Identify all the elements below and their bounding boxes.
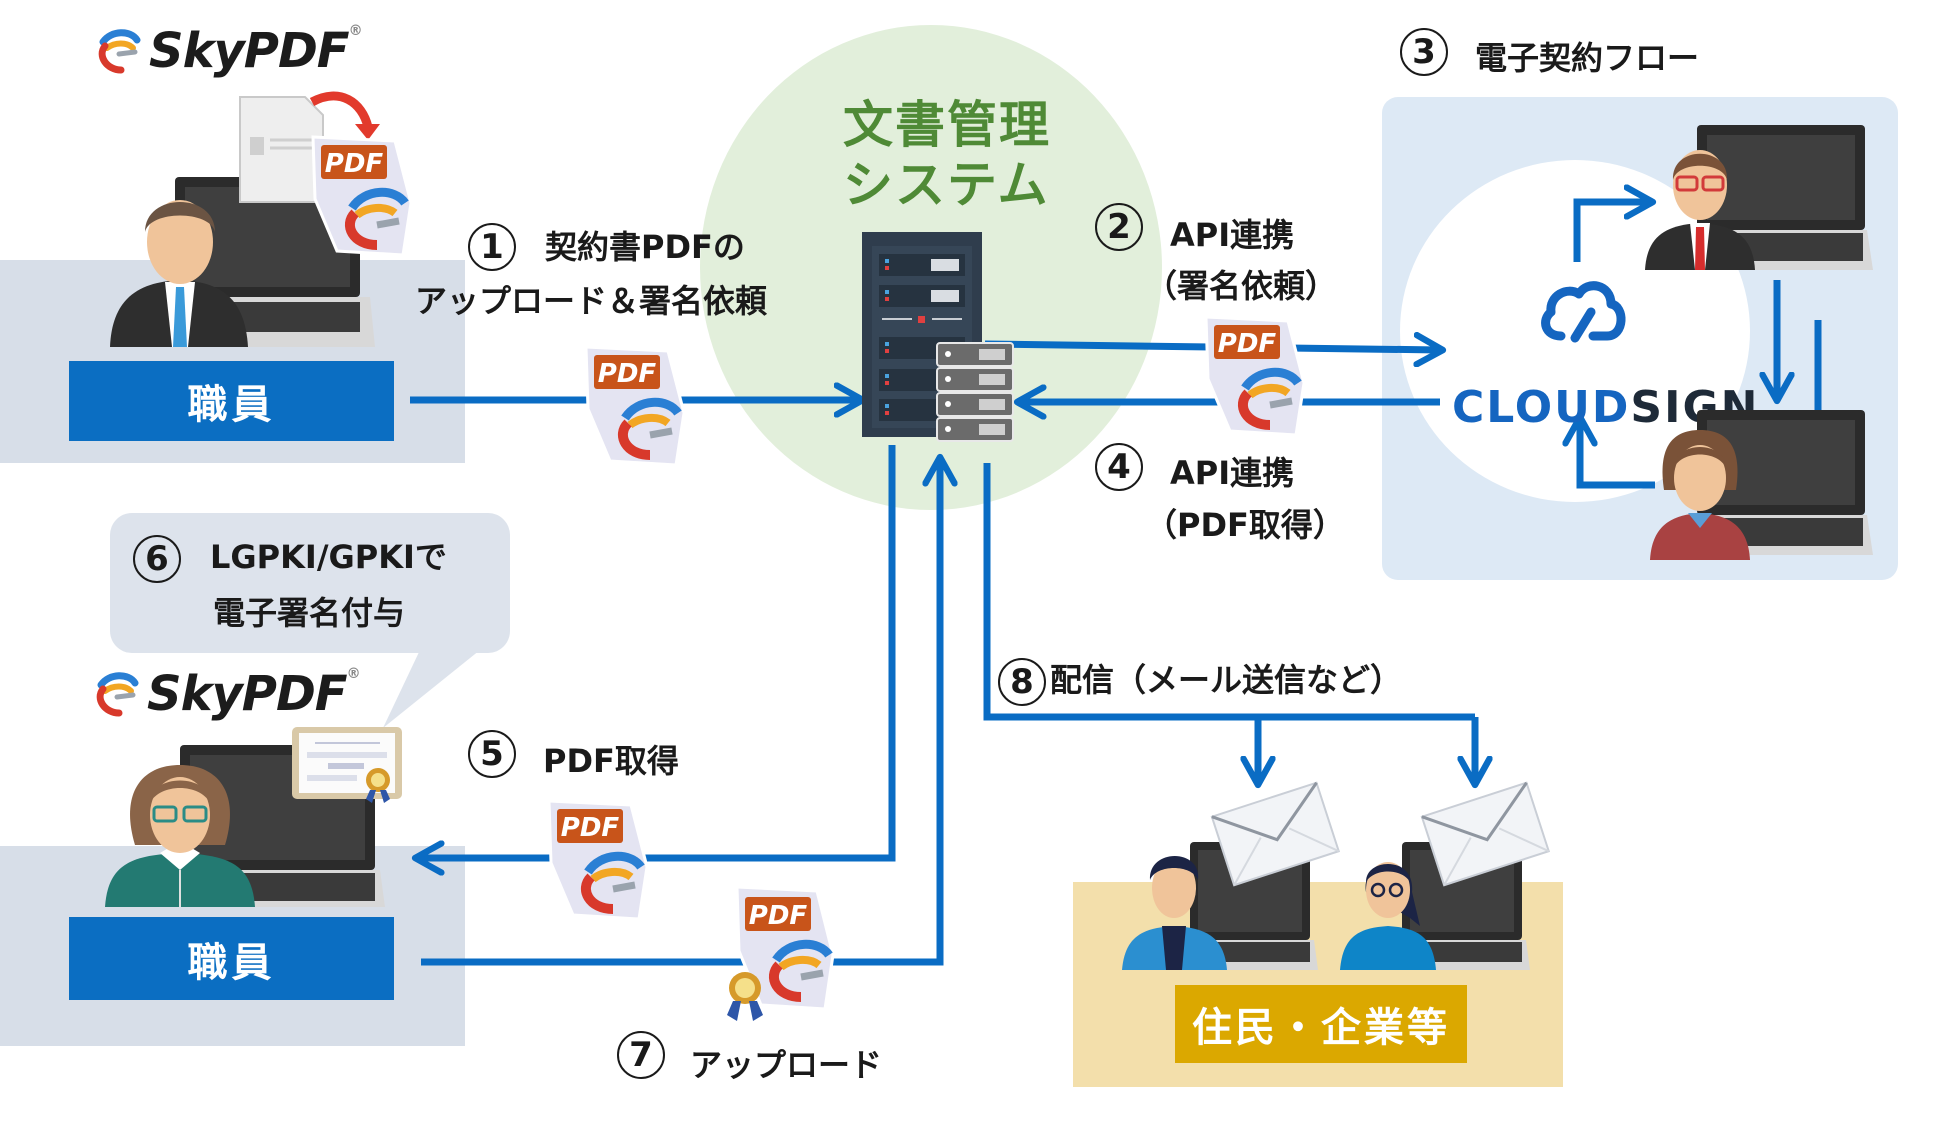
system-title-line2: システム [843,156,1050,214]
step-1-label-line2: アップロード＆署名依頼 [415,282,768,320]
skypdf-logo-text: SkyPDF® [147,666,361,722]
svg-text:PDF: PDF [325,149,384,179]
skypdf-swirl-icon [98,28,141,73]
step-8-number: 8 [998,658,1046,706]
svg-text:PDF: PDF [1218,329,1277,359]
signed-pdf-file-icon-step-7: PDF [725,883,845,1032]
step-3-label: 電子契約フロー [1475,39,1700,77]
step-6-number: 6 [133,535,181,583]
step-1-label-line1: 契約書PDFの [545,228,745,266]
step-4-label-line1: API連携 [1170,454,1295,492]
step-3-number: 3 [1400,28,1448,76]
svg-text:PDF: PDF [561,813,620,843]
citizen-1-with-laptop [1122,842,1318,970]
signer-2-with-laptop [1650,410,1873,560]
step-1-number: 1 [468,223,516,271]
envelope-icon [1420,781,1551,887]
step-4-label-line2: （PDF取得） [1145,506,1345,544]
skypdf-swirl-icon [96,672,139,717]
step-8-label: 配信（メール送信など） [1050,661,1403,699]
pdf-file-icon-step-2-4: PDF [1200,313,1313,444]
staff-label-bottom: 職員 [69,917,394,1000]
staff-label-top: 職員 [69,361,394,441]
staff-signer-illustration [105,727,402,907]
system-title: 文書管理 システム [843,95,1051,215]
pdf-file-icon-top: PDF [307,133,420,264]
pdf-file-icon-step-5: PDF [543,797,656,928]
step-5-label: PDF取得 [543,742,679,780]
step-7-number: 7 [617,1031,665,1079]
step-6-label-line1: LGPKI/GPKIで [210,538,447,576]
skypdf-logo-bottom: SkyPDF® [95,666,361,722]
step-7-label: アップロード [690,1046,883,1084]
server-rack-icon [862,232,1014,442]
skypdf-logo-text: SkyPDF® [149,22,363,79]
step-6-label-line2: 電子署名付与 [213,594,406,632]
skypdf-logo-top: SkyPDF® [97,22,363,79]
pdf-file-icon-step-1: PDF [580,343,693,474]
signer-1-with-laptop [1645,125,1873,270]
svg-text:PDF: PDF [598,359,657,389]
step-4-number: 4 [1095,443,1143,491]
cloudsign-cloud-icon [1541,281,1626,343]
citizens-label: 住民・企業等 [1175,985,1467,1063]
step-2-number: 2 [1095,203,1143,251]
step-2-label-line1: API連携 [1170,216,1295,254]
svg-text:PDF: PDF [749,901,808,931]
step-5-number: 5 [468,730,516,778]
step-2-label-line2: （署名依頼） [1145,267,1338,305]
envelope-icon [1210,781,1341,887]
system-title-line1: 文書管理 [843,96,1051,154]
document-to-pdf-illustration [110,91,380,347]
